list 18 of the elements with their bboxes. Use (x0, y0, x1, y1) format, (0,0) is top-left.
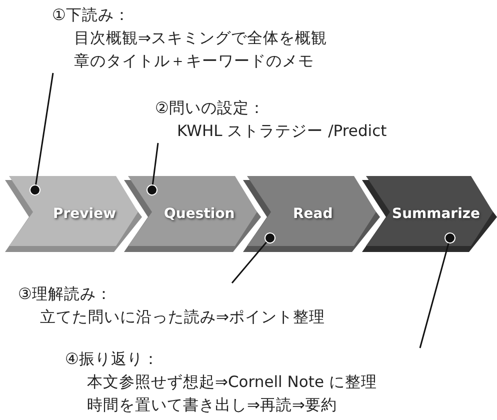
note-text: 章のタイトル＋キーワードのメモ (73, 51, 315, 72)
leader-line (231, 232, 276, 284)
step-heading: ④振り返り： (65, 349, 160, 370)
note-text: 立てた問いに沿った読み⇒ポイント整理 (39, 307, 325, 328)
leader-line (30, 72, 54, 196)
step-label: Question (164, 206, 235, 222)
note-text: 時間を置いて書き出し⇒再読⇒要約 (86, 395, 338, 416)
step-label: Preview (53, 206, 116, 222)
leader-line (419, 232, 456, 348)
step-heading: ②問いの設定： (155, 98, 266, 119)
leader-line (146, 142, 159, 196)
step-label: Read (293, 206, 333, 222)
note-text: 本文参照せず想起⇒Cornell Note に整理 (86, 372, 377, 393)
step-label: Summarize (392, 206, 480, 222)
step-heading: ①下読み： (52, 5, 131, 26)
step-heading: ③理解読み： (18, 284, 113, 305)
note-text: KWHL ストラテジー /Predict (176, 121, 387, 142)
note-text: 目次概観⇒スキミングで全体を概観 (73, 28, 327, 49)
